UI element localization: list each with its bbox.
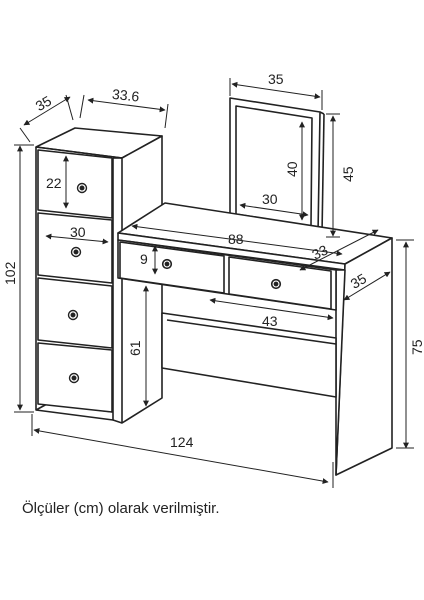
label-drawer-height: 22	[46, 175, 62, 191]
label-desk-width: 88	[228, 231, 244, 247]
label-desk-depth-side: 35	[348, 270, 370, 292]
label-desk-drawer-height: 9	[140, 251, 148, 267]
drawer-knob-3	[67, 309, 79, 321]
label-mirror-inner-width: 30	[262, 191, 278, 207]
label-mirror-inner-height: 40	[284, 161, 300, 177]
label-total-width: 124	[170, 434, 194, 450]
label-leg-height: 61	[127, 340, 143, 356]
drawer-knob-2	[70, 246, 82, 258]
label-mirror-width: 35	[268, 71, 284, 87]
label-cabinet-width: 33.6	[111, 86, 140, 105]
cabinet-front-frame	[35, 147, 114, 421]
drawer-knob-4	[68, 372, 80, 384]
drawer-knob-1	[76, 182, 88, 194]
cabinet-drawer-3	[37, 277, 113, 349]
mirror	[229, 97, 325, 235]
desk-drawer-knob-left	[161, 258, 173, 270]
label-desk-drawer-width: 43	[262, 313, 278, 329]
label-cabinet-depth: 35	[33, 92, 55, 114]
label-mirror-height: 45	[340, 166, 356, 182]
label-desk-height: 75	[409, 339, 424, 355]
mirror-glass	[235, 105, 313, 227]
label-desk-depth-top: 33	[309, 241, 330, 262]
dimensions-caption: Ölçüler (cm) olarak verilmiştir.	[22, 500, 220, 517]
desk-drawer-knob-right	[270, 278, 282, 290]
drawer-cabinet	[35, 127, 163, 424]
cabinet-drawer-1	[37, 149, 113, 219]
desk-back-panel	[161, 312, 337, 398]
label-total-height: 102	[2, 261, 18, 285]
label-drawer-inner-width: 30	[70, 224, 86, 240]
